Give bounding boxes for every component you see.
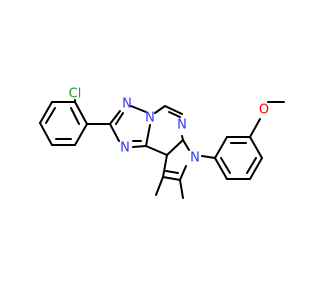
bond xyxy=(164,105,183,115)
bond xyxy=(155,176,164,196)
bond xyxy=(166,139,184,156)
bond xyxy=(214,157,228,180)
bond xyxy=(115,112,124,125)
molecule-diagram: Cl N N N N N O xyxy=(39,87,285,199)
chlorine-label: Cl xyxy=(69,87,82,102)
bond xyxy=(154,105,166,114)
bond xyxy=(179,165,187,181)
oxygen-label: O xyxy=(259,103,269,118)
bond xyxy=(162,176,181,181)
bond xyxy=(109,123,120,142)
bond xyxy=(249,136,263,159)
bond xyxy=(74,101,88,125)
bond xyxy=(162,154,168,178)
nitrogen-label-triazole-bottom: N xyxy=(120,141,130,156)
bond xyxy=(214,136,228,159)
bond xyxy=(165,170,179,174)
nitrogen-label-triazole-top: N xyxy=(122,97,132,112)
atom-labels: Cl N N N N N O xyxy=(69,87,269,166)
bond xyxy=(182,139,190,151)
bond xyxy=(132,145,147,148)
bond xyxy=(246,157,257,174)
nitrogen-label-pyrimidine: N xyxy=(177,118,187,133)
bond xyxy=(145,145,168,156)
bonds xyxy=(39,99,285,199)
bond xyxy=(201,155,216,159)
bond xyxy=(70,107,80,125)
bond xyxy=(74,123,88,146)
nitrogen-label-pyrrole: N xyxy=(190,151,200,166)
bond xyxy=(130,105,147,113)
bond xyxy=(179,179,184,199)
bond xyxy=(39,101,53,124)
nitrogen-label-triazole-bridge: N xyxy=(145,111,155,126)
bond xyxy=(109,110,121,125)
bond xyxy=(168,111,181,118)
bond xyxy=(220,157,231,174)
bond xyxy=(39,122,53,146)
bond xyxy=(145,124,151,147)
bond xyxy=(45,107,56,124)
bond xyxy=(249,157,263,180)
bond xyxy=(249,118,261,138)
